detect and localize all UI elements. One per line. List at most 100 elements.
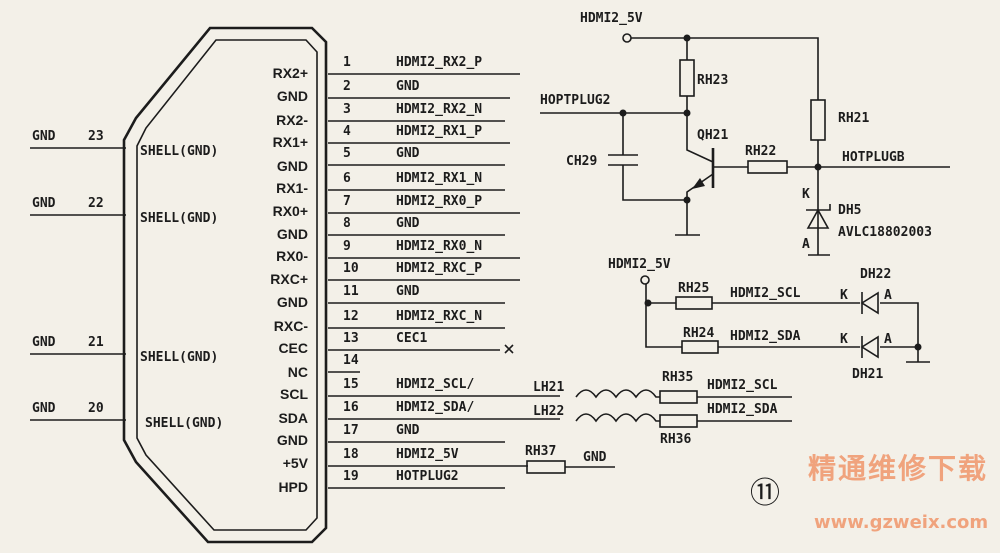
pin-number: 16 [343, 400, 359, 415]
wire [540, 37, 950, 256]
pin-function-label: RXC+ [270, 271, 308, 287]
shell-label: SHELL(GND) [145, 416, 223, 431]
resistor-rh36 [659, 414, 698, 428]
inductor-lh22 [575, 413, 792, 423]
shell-net-label: GND [32, 129, 56, 144]
lh22-label: LH22 [533, 404, 564, 419]
pin-function-label: SCL [280, 386, 308, 402]
dh21-label: DH21 [852, 367, 883, 382]
pin-function-label: GND [277, 226, 308, 242]
shell-pin-number: 21 [88, 335, 104, 350]
pin-number: 5 [343, 146, 351, 161]
pin-function-label: RX0+ [273, 203, 308, 219]
pin-signal-label: HDMI2_RX2_P [396, 55, 482, 70]
diode-dh22 [860, 291, 879, 315]
pin-function-label: CEC [278, 340, 308, 356]
resistor-rh35 [659, 390, 698, 404]
scl-net-label: HDMI2_SCL [730, 286, 801, 301]
pin-number: 8 [343, 216, 351, 231]
shell-net-label: GND [32, 196, 56, 211]
shell-net-label: GND [32, 401, 56, 416]
pin-signal-label: HDMI2_RX1_P [396, 124, 482, 139]
dh21-k-label: K [840, 332, 848, 347]
pin-function-label: GND [277, 158, 308, 174]
pin-signal-label: GND [396, 216, 420, 231]
pin-function-label: HPD [278, 479, 308, 495]
rh25-label: RH25 [678, 281, 709, 296]
pin-number: 15 [343, 377, 359, 392]
pin-number: 19 [343, 469, 359, 484]
pin-number: 18 [343, 447, 359, 462]
pin-signal-label: GND [396, 146, 420, 161]
pin-signal-label: HDMI2_RX2_N [396, 102, 482, 117]
pin-signal-label: HDMI2_RX0_N [396, 239, 482, 254]
sda-net-label: HDMI2_SDA [730, 329, 801, 344]
pin-function-label: RXC- [274, 318, 309, 334]
rh22-label: RH22 [745, 144, 776, 159]
resistor-rh22 [747, 160, 788, 174]
pin-function-label: GND [277, 294, 308, 310]
pin-signal-label: HDMI2_RX1_N [396, 171, 482, 186]
pin-number: 9 [343, 239, 351, 254]
dh5-part-label: AVLC18802003 [838, 225, 932, 240]
dh22-k-label: K [840, 288, 848, 303]
supply-terminal [622, 33, 632, 43]
connector-inner-outline [136, 39, 318, 531]
ddc-supply-label: HDMI2_5V [608, 257, 671, 272]
hotplug-supply-label: HDMI2_5V [580, 11, 643, 26]
resistor-rh24 [681, 340, 719, 354]
watermark-cn: 精通维修下载 [808, 452, 988, 485]
resistor-rh23 [679, 59, 695, 97]
pin-number: 2 [343, 79, 351, 94]
pin-signal-label: GND [396, 284, 420, 299]
pin-function-label: RX1+ [273, 134, 308, 150]
pin-function-label: GND [277, 432, 308, 448]
pin-number: 11 [343, 284, 359, 299]
lh21-label: LH21 [533, 380, 564, 395]
shell-pin-number: 20 [88, 401, 104, 416]
pin-number: 17 [343, 423, 359, 438]
figure-number: ⑪ [750, 476, 780, 511]
diode-dh21 [860, 335, 879, 359]
watermark-url: www.gzweix.com [814, 512, 988, 533]
pin-number: 12 [343, 309, 359, 324]
pin-signal-label: HDMI2_5V [396, 447, 459, 462]
pin-signal-label: HDMI2_RXC_P [396, 261, 482, 276]
wire [645, 284, 930, 363]
shell-label: SHELL(GND) [140, 350, 218, 365]
pin-number: 13 [343, 331, 359, 346]
resistor-rh21 [810, 99, 826, 141]
rh37-label: RH37 [525, 444, 556, 459]
resistor-rh37 [526, 460, 566, 474]
rh21-label: RH21 [838, 111, 869, 126]
pin-function-label: RX0- [276, 248, 308, 264]
ch29-label: CH29 [566, 154, 597, 169]
pin-function-label: +5V [283, 455, 309, 471]
shell-pin-number: 22 [88, 196, 104, 211]
dh5-a-label: A [802, 237, 810, 252]
pin-function-label: RX1- [276, 180, 308, 196]
rh37-gnd-label: GND [583, 450, 607, 465]
pin-number: 10 [343, 261, 359, 276]
pin-signal-label: GND [396, 79, 420, 94]
pin-number: 7 [343, 194, 351, 209]
qh21-label: QH21 [697, 128, 728, 143]
inductor-lh21 [575, 389, 792, 399]
pin-function-label: RX2+ [273, 65, 308, 81]
rh35-label: RH35 [662, 370, 693, 385]
pin-signal-label: GND [396, 423, 420, 438]
